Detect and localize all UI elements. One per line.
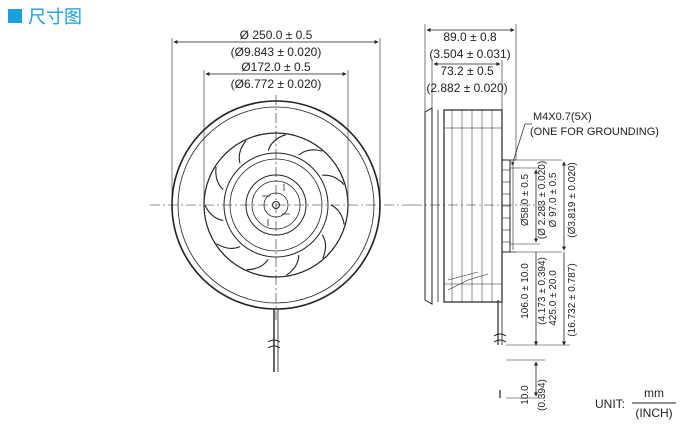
dim-250-inch-label: (Ø9.843 ± 0.020)	[231, 45, 322, 59]
impeller-blade	[215, 166, 224, 190]
screw-leader	[511, 123, 526, 166]
unit-inch: (INCH)	[635, 406, 672, 420]
hub-detail-marks	[262, 184, 290, 226]
dim-425-label: 425.0 ± 20.0	[548, 270, 559, 326]
dim-89-inch-label: (3.504 ± 0.031)	[429, 47, 510, 61]
dim-73-inch-label: (2.882 ± 0.020)	[426, 81, 507, 95]
dim-10-inch-label: (0.394)	[537, 379, 548, 411]
wire-break-symbol	[267, 339, 281, 349]
impeller-blade	[204, 205, 224, 222]
dim-73-label: 73.2 ± 0.5	[440, 64, 494, 78]
housing-curve-detail	[447, 271, 489, 291]
housing-hatch	[451, 110, 493, 302]
section-title: 尺寸图	[28, 7, 82, 28]
dim-10-label: 10.0	[520, 385, 531, 405]
dim-89-label: 89.0 ± 0.8	[443, 30, 497, 44]
impeller-blade	[246, 259, 269, 271]
motor-hub-inner	[251, 180, 301, 230]
dim-106-label: 106.0 ± 10.0	[520, 263, 531, 319]
side-view	[412, 24, 570, 399]
impeller-blade	[322, 174, 345, 185]
dim-58-inch-label: (Ø 2.283 ± 0.020)	[537, 161, 548, 239]
dim-97-label: Ø 97.0 ± 0.5	[548, 172, 559, 227]
dim-97-inch-label: (Ø3.819 ± 0.020)	[567, 162, 578, 238]
impeller-blade	[321, 234, 327, 259]
screw-note-line2: (ONE FOR GROUNDING)	[530, 126, 659, 138]
mount-ribs	[502, 169, 510, 243]
inlet-flange	[424, 107, 433, 305]
dim-425-inch-label: (16.732 ± 0.787)	[567, 263, 578, 336]
section-header: 尺寸图	[8, 4, 82, 28]
unit-label: UNIT:	[595, 397, 625, 411]
dim-250-label: Ø 250.0 ± 0.5	[240, 28, 313, 42]
screw-note-line1: M4X0.7(5X)	[533, 111, 592, 123]
dim-106-inch-label: (4.173 ± 0.394)	[537, 257, 548, 325]
impeller-blade	[267, 134, 286, 151]
blue-square-icon	[8, 9, 22, 23]
impeller-blade	[216, 243, 241, 249]
housing-inner-circle	[177, 106, 375, 304]
side-wire-break	[493, 333, 507, 343]
dim-172-label: Ø172.0 ± 0.5	[241, 60, 311, 74]
impeller-blade	[330, 204, 345, 225]
dim-58-label: Ø58.0 ± 0.5	[520, 173, 531, 226]
inlet-ring-inner	[229, 158, 323, 252]
impeller-blade	[238, 140, 247, 164]
impeller-blade	[298, 149, 323, 156]
impeller-blades	[204, 134, 345, 276]
unit-mm: mm	[644, 386, 664, 400]
unit-legend: UNIT: mm (INCH)	[595, 386, 676, 420]
motor-hub-outer	[245, 174, 307, 236]
hub-center-ring	[263, 192, 289, 218]
inlet-ring-outer	[223, 152, 329, 258]
impeller-blade	[286, 254, 300, 276]
hub-center-dot	[272, 201, 280, 209]
front-view	[150, 38, 412, 372]
dim-172-inch-label: (Ø6.772 ± 0.020)	[231, 77, 322, 91]
